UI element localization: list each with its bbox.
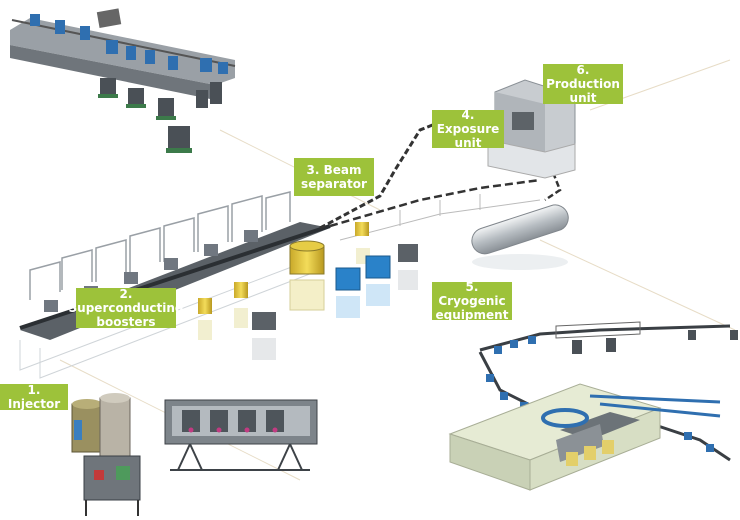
label-exposure-unit: 4. Exposure unit [432,108,504,150]
label-cryogenic-equipment: 5. Cryogenic equipment [432,280,512,322]
label-injector: 1. Injector [0,383,68,411]
label-superconducting-boosters: 2. Superconducting boosters [68,287,184,329]
magnet-group [30,14,228,74]
cryogenic-equipment [198,204,569,360]
linac-boosters [19,191,331,379]
label-beam-separator: 3. Beam separator [294,158,374,196]
injector-equipment [71,393,141,516]
transfer-line-inset [10,8,236,153]
cryomodule-cutaway [164,399,318,471]
label-production-unit: 6. Production unit [543,63,623,105]
production-facility-block [448,383,721,491]
